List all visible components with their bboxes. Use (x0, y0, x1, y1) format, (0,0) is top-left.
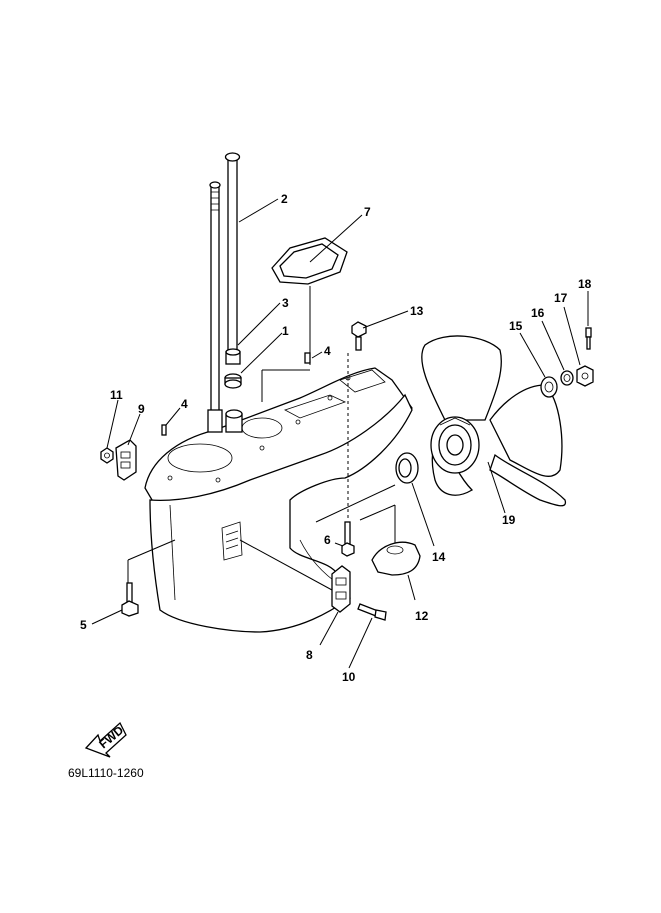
callout-4-left: 4 (181, 397, 188, 411)
callout-15: 15 (509, 319, 523, 333)
shaft-housing (225, 409, 243, 433)
trim-tab-12 (371, 541, 421, 576)
callout-14: 14 (432, 550, 446, 564)
callout-4-right: 4 (324, 344, 331, 358)
callout-18: 18 (578, 277, 592, 291)
propeller-19 (421, 335, 567, 507)
callout-19: 19 (502, 513, 516, 527)
spacer-15 (540, 376, 558, 398)
anode-bracket-9 (115, 439, 137, 481)
leader-lines (91, 198, 589, 669)
callout-12: 12 (415, 609, 429, 623)
callout-9: 9 (138, 402, 145, 416)
oil-seal (224, 373, 242, 389)
thrust-washer-14 (395, 452, 419, 484)
bolt-6 (341, 521, 355, 557)
callout-7: 7 (364, 205, 371, 219)
dowel-pin-right (304, 352, 311, 364)
dowel-pin-left (161, 424, 167, 436)
callout-1: 1 (282, 324, 289, 338)
bolt-5 (121, 582, 139, 617)
callouts: 2 7 3 1 13 4 4 11 9 6 5 8 10 12 14 19 15… (80, 192, 592, 684)
screw-10 (357, 603, 387, 621)
callout-6: 6 (324, 533, 331, 547)
callout-3: 3 (282, 296, 289, 310)
callout-16: 16 (531, 306, 545, 320)
nut-17 (576, 365, 594, 387)
callout-8: 8 (306, 648, 313, 662)
lower-casing (144, 367, 413, 633)
bolt-13 (351, 321, 367, 351)
part-code: 69L1110-1260 (68, 766, 144, 780)
callout-2: 2 (281, 192, 288, 206)
nut-11 (100, 447, 114, 464)
washer-16 (560, 370, 574, 386)
fwd-arrow: FWD (84, 721, 127, 758)
drive-shaft (207, 181, 223, 433)
callout-5: 5 (80, 618, 87, 632)
gasket (271, 237, 348, 285)
bushing (225, 348, 241, 365)
callout-11: 11 (110, 388, 123, 402)
callout-13: 13 (410, 304, 424, 318)
callout-10: 10 (342, 670, 356, 684)
shift-rod (224, 152, 241, 354)
callout-17: 17 (554, 291, 568, 305)
cotter-pin-18 (585, 327, 592, 350)
anode-8 (331, 565, 351, 613)
